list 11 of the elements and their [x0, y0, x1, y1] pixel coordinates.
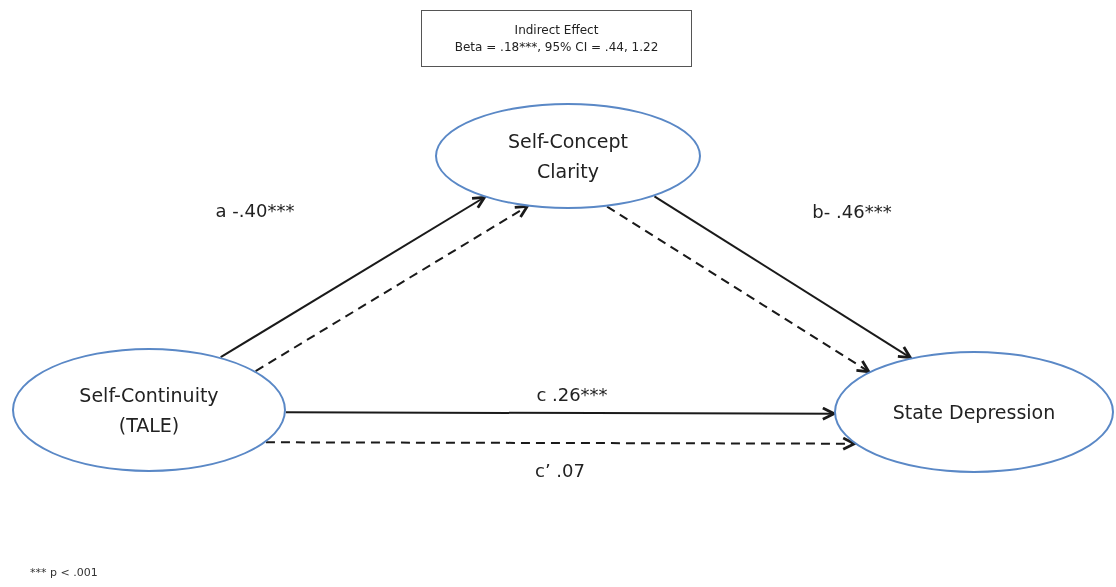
box-text: Beta = .18***, 95% CI = .44, 1.22 [454, 39, 659, 54]
variable-name: State Depression [891, 399, 1057, 425]
variable-name: Self-Continuity (TALE) [78, 382, 220, 438]
arrow [284, 406, 836, 421]
variable-name: Self-Concept Clarity [506, 128, 630, 184]
indirect-effect-box [421, 10, 692, 67]
arrow [264, 436, 856, 451]
arrow [219, 195, 486, 359]
box-heading: Indirect Effect [514, 23, 599, 38]
footnote: *** p < .001 [30, 566, 98, 579]
arrow [653, 195, 912, 360]
